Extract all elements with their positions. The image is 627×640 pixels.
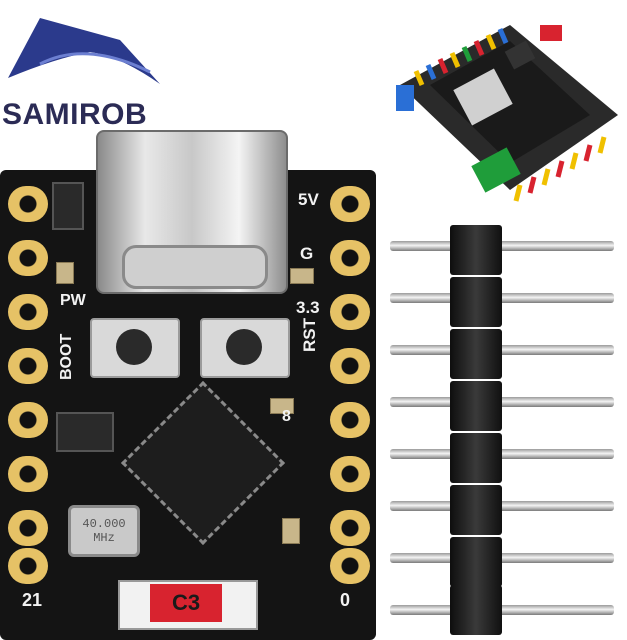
- pad-right-2: [330, 240, 370, 276]
- pad-left-8: [8, 548, 48, 584]
- brand-logo-icon: [8, 18, 160, 88]
- usb-c-port: [122, 245, 268, 289]
- header-block-2: [450, 277, 502, 327]
- pad-left-5: [8, 402, 48, 438]
- resistor-2: [290, 268, 314, 284]
- pad-left-3: [8, 294, 48, 330]
- header-pin-4: [390, 397, 614, 407]
- pad-right-7: [330, 510, 370, 546]
- header-pin-3: [390, 345, 614, 355]
- label-gnd: G: [300, 244, 314, 263]
- resistor-3: [270, 398, 294, 414]
- pad-right-3: [330, 294, 370, 330]
- header-block-5: [450, 433, 502, 483]
- crystal-frequency: 40.000: [82, 517, 126, 531]
- pad-left-6: [8, 456, 48, 492]
- pad-right-1: [330, 186, 370, 222]
- header-block-4: [450, 381, 502, 431]
- header-block-6: [450, 485, 502, 535]
- pad-left-4: [8, 348, 48, 384]
- crystal-oscillator: 40.000 MHz: [68, 505, 140, 557]
- boot-button[interactable]: [90, 318, 180, 378]
- assembled-board-photo: [396, 25, 618, 202]
- pad-right-4: [330, 348, 370, 384]
- boot-button-cap: [116, 329, 152, 365]
- pad-left-1: [8, 186, 48, 222]
- label-boot: BOOT: [58, 333, 75, 380]
- header-pin-6: [390, 501, 614, 511]
- header-pin-7: [390, 553, 614, 563]
- crystal-unit: MHz: [93, 531, 115, 545]
- header-pin-5: [390, 449, 614, 459]
- header-block-3: [450, 329, 502, 379]
- resistor-1: [56, 262, 74, 284]
- regulator-chip: [52, 182, 84, 230]
- antenna-label: C3: [150, 584, 222, 622]
- header-block-8: [450, 585, 502, 635]
- pad-left-2: [8, 240, 48, 276]
- brand-name: SAMIROB: [2, 98, 148, 131]
- pad-right-6: [330, 456, 370, 492]
- pad-right-8: [330, 548, 370, 584]
- label-pin0: 0: [340, 590, 351, 610]
- header-block-1: [450, 225, 502, 275]
- header-pin-2: [390, 293, 614, 303]
- transistor-chip: [56, 412, 114, 452]
- reset-button[interactable]: [200, 318, 290, 378]
- label-rst: RST: [300, 318, 319, 352]
- pin-header-icon: [390, 225, 622, 635]
- header-pin-1: [390, 241, 614, 251]
- label-pw: PW: [60, 292, 86, 309]
- capacitor-1: [282, 518, 300, 544]
- label-3v3: 3.3: [296, 298, 320, 317]
- label-5v: 5V: [298, 190, 319, 209]
- header-pin-8: [390, 605, 614, 615]
- pad-left-7: [8, 510, 48, 546]
- reset-button-cap: [226, 329, 262, 365]
- label-pin8: 8: [282, 408, 291, 425]
- pad-right-5: [330, 402, 370, 438]
- header-block-7: [450, 537, 502, 587]
- label-pin21: 21: [22, 590, 43, 610]
